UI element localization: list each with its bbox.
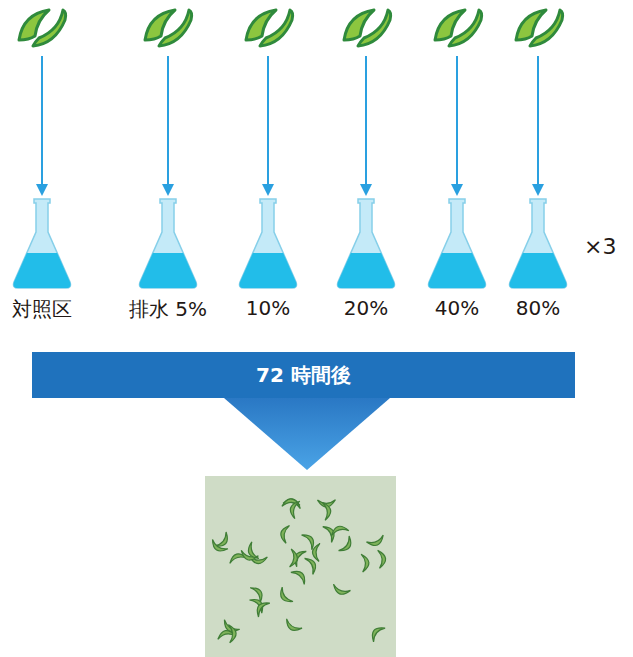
alga-cell	[283, 619, 302, 634]
alga-cell	[323, 523, 338, 542]
flask: 排水 5%	[108, 198, 228, 324]
alga-cell	[322, 501, 332, 520]
alga-cell	[288, 499, 300, 518]
flask-liquid	[14, 253, 71, 288]
flask-glass	[338, 199, 395, 288]
flask-glass	[14, 199, 71, 288]
flask-shape	[427, 198, 487, 290]
flask-glass	[429, 199, 486, 288]
flask-label: 40%	[397, 296, 517, 320]
micrograph	[205, 476, 396, 657]
alga-cell	[367, 535, 386, 548]
alga-cell	[277, 587, 293, 606]
algae-cells	[209, 497, 387, 643]
flask-glass	[510, 199, 567, 288]
alga-cell	[368, 624, 385, 642]
flask-shape	[336, 198, 396, 290]
alga-cell	[228, 624, 236, 642]
alga-cell	[339, 536, 355, 555]
band-label: 72 時間後	[256, 362, 351, 389]
alga-cell	[378, 550, 387, 569]
down-arrows	[36, 56, 544, 196]
alga-cell	[279, 524, 289, 543]
alga-cell	[209, 539, 228, 554]
replicate-label: ×3	[584, 234, 616, 259]
flask: 10%	[208, 198, 328, 324]
alga-cell	[291, 567, 309, 584]
flask-glass	[140, 199, 197, 288]
down-triangle	[224, 398, 390, 470]
flask: 20%	[306, 198, 426, 324]
flask-shape	[508, 198, 568, 290]
flask: 対照区	[0, 198, 102, 324]
flask-label: 20%	[306, 296, 426, 320]
flask-label: 対照区	[0, 296, 102, 323]
alga-cell	[312, 543, 320, 561]
flask-liquid	[429, 253, 486, 288]
alga-cell	[361, 554, 370, 573]
flask-liquid	[140, 253, 197, 288]
flask-liquid	[338, 253, 395, 288]
flask-shape	[238, 198, 298, 290]
flask-liquid	[510, 253, 567, 288]
time-band: 72 時間後	[32, 352, 575, 398]
flask-label: 80%	[478, 296, 598, 320]
alga-cell	[331, 584, 350, 597]
alga-cell	[245, 542, 258, 561]
alga-icons	[19, 10, 563, 46]
flask-label: 10%	[208, 296, 328, 320]
alga-cell	[253, 599, 270, 617]
flask-glass	[240, 199, 297, 288]
alga-cell	[290, 549, 299, 568]
flask: 80%	[478, 198, 598, 324]
flask-liquid	[240, 253, 297, 288]
flask-label: 排水 5%	[108, 296, 228, 323]
flask-shape	[12, 198, 72, 290]
alga-cell	[330, 524, 349, 536]
flask: 40%	[397, 198, 517, 324]
flask-shape	[138, 198, 198, 290]
